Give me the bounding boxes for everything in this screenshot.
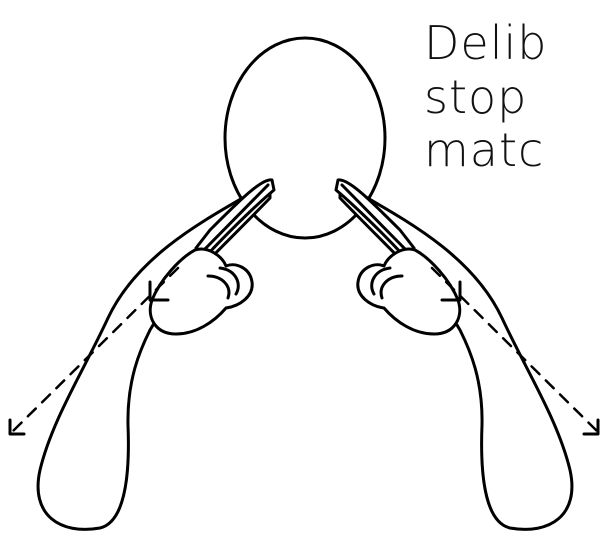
right-arrowhead [584,420,598,434]
caption-line-2: stop [424,74,527,120]
caption-line-3: matc [424,127,544,173]
right-arm [340,182,572,529]
left-arm [38,182,270,529]
caption-line-1: Delib [424,20,547,66]
